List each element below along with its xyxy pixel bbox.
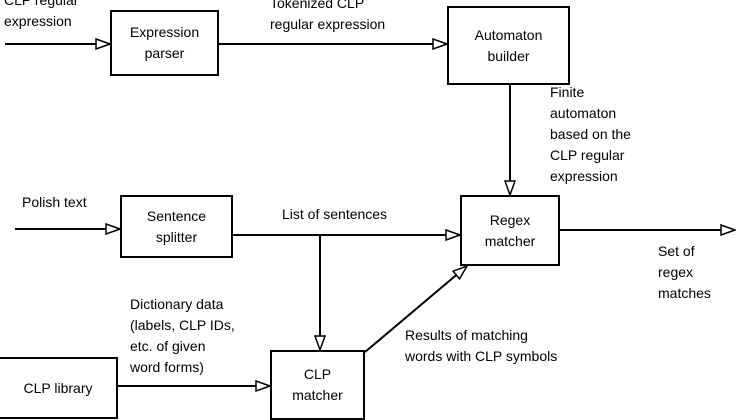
tokenized-clp-label: Tokenized CLP regular expression <box>270 0 386 32</box>
clp-matcher-label: CLP matcher <box>292 366 343 403</box>
list-of-sentences-label: List of sentences <box>282 206 388 222</box>
expression-parser-label: Expression parser <box>129 24 200 61</box>
clp-matcher-box: CLP matcher <box>270 350 365 420</box>
sentence-splitter-box: Sentence splitter <box>120 195 233 258</box>
sentence-splitter-label: Sentence splitter <box>146 207 207 245</box>
clp-library-label: CLP library <box>23 379 93 396</box>
regex-matcher-box: Regex matcher <box>460 195 560 266</box>
polish-text-label: Polish text <box>22 194 87 210</box>
dictionary-data-label: Dictionary data (labels, CLP IDs, etc. o… <box>130 296 235 375</box>
results-of-matching-label: Results of matching words with CLP symbo… <box>405 327 558 364</box>
set-of-regex-matches-label: Set of regex matches <box>658 243 711 301</box>
automaton-builder-label: Automaton builder <box>474 26 543 64</box>
regex-matcher-label: Regex matcher <box>484 211 536 249</box>
expression-parser-box: Expression parser <box>110 10 219 76</box>
clp-matcher-to-regex-arrow <box>364 266 467 353</box>
finite-automaton-label: Finite automaton based on the CLP regula… <box>550 84 631 184</box>
clp-regular-expression-input-label: CLP regular expression <box>4 0 79 29</box>
clp-library-box: CLP library <box>0 357 118 419</box>
automaton-builder-box: Automaton builder <box>447 6 570 85</box>
